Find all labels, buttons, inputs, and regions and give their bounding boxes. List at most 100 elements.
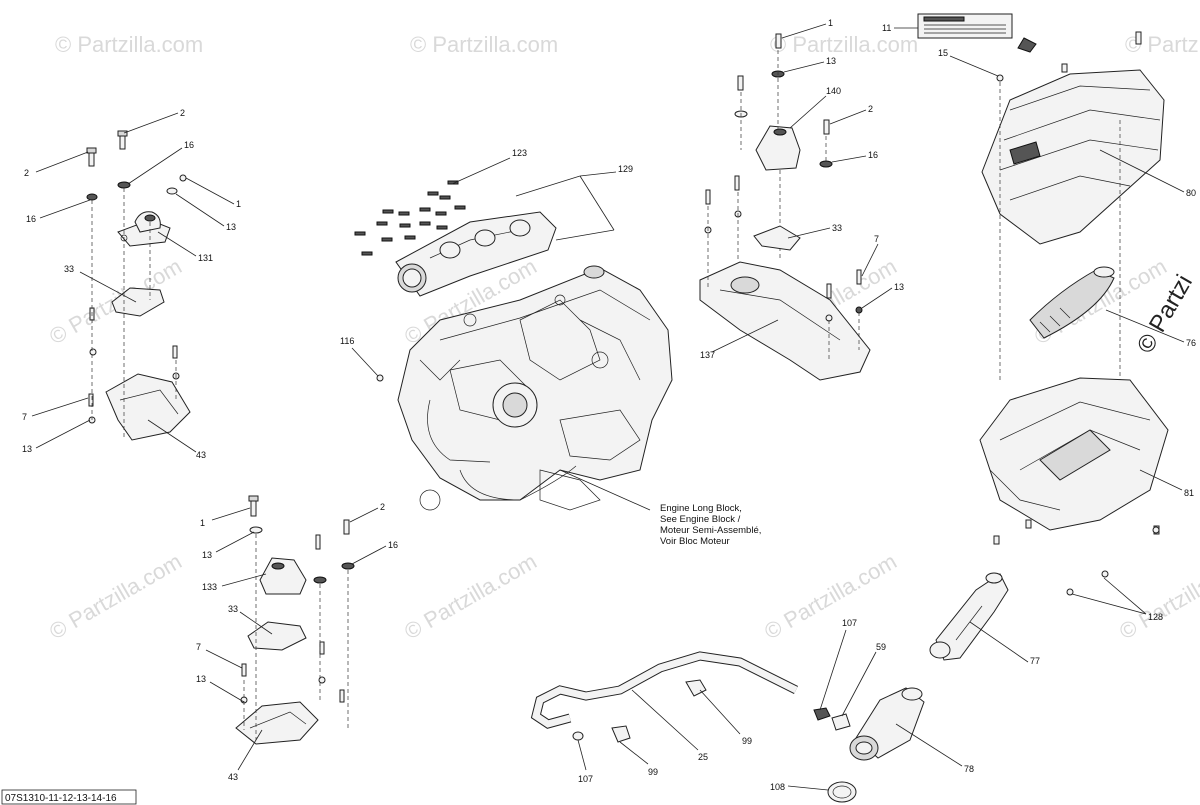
callout-label: 7 bbox=[22, 412, 27, 422]
bolt bbox=[179, 174, 187, 182]
watermark: © Partzilla.com bbox=[45, 549, 186, 645]
callout-label: 16 bbox=[388, 540, 398, 550]
engine-mount-131 bbox=[117, 211, 171, 247]
callout-label: 1 bbox=[236, 199, 241, 209]
callout-label: 13 bbox=[22, 444, 32, 454]
washer bbox=[318, 676, 326, 684]
bolt bbox=[319, 641, 325, 655]
callout-label: 33 bbox=[832, 223, 842, 233]
washer bbox=[341, 562, 355, 570]
bolt bbox=[250, 499, 257, 517]
callout-label: 59 bbox=[876, 642, 886, 652]
valve-59 bbox=[831, 713, 851, 731]
engine-mount-front-left bbox=[86, 130, 191, 441]
callout-label: 78 bbox=[964, 764, 974, 774]
callout-label: 33 bbox=[64, 264, 74, 274]
callout-label: 7 bbox=[196, 642, 201, 652]
callout-label: 99 bbox=[648, 767, 658, 777]
callout-label: 13 bbox=[894, 282, 904, 292]
bracket-33 bbox=[247, 621, 307, 651]
callout-label: 1 bbox=[200, 518, 205, 528]
heat-shield-43 bbox=[235, 701, 319, 745]
throttle-boot-78 bbox=[849, 687, 925, 761]
callout-label: 129 bbox=[618, 164, 633, 174]
callout-label: 81 bbox=[1184, 488, 1194, 498]
callout-label: 16 bbox=[26, 214, 36, 224]
callout-label: 131 bbox=[198, 253, 213, 263]
callout-label: 13 bbox=[826, 56, 836, 66]
vent-hose-25 bbox=[530, 651, 799, 741]
bolt bbox=[339, 689, 345, 703]
engine-block-note: Engine Long Block, See Engine Block / Mo… bbox=[660, 503, 761, 547]
fitting-107 bbox=[813, 707, 831, 721]
note-line: Moteur Semi-Assemblé, bbox=[660, 525, 761, 536]
callout-label: 140 bbox=[826, 86, 841, 96]
intake-hose-77 bbox=[929, 572, 1009, 661]
drawing-code: 07S1310-11-12-13-14-16 bbox=[1, 789, 137, 805]
callout-label: 13 bbox=[202, 550, 212, 560]
bracket-33 bbox=[111, 287, 165, 317]
watermark: © Partzilla.com bbox=[400, 549, 541, 645]
note-line: Engine Long Block, bbox=[660, 503, 742, 514]
callout-label: 43 bbox=[196, 450, 206, 460]
callout-label: 99 bbox=[742, 736, 752, 746]
callout-label: 1 bbox=[828, 18, 833, 28]
engine-support-137 bbox=[699, 175, 871, 381]
clamp-108 bbox=[827, 781, 857, 803]
engine-mount-133 bbox=[259, 557, 307, 595]
bolt bbox=[172, 345, 178, 359]
callout-label: 116 bbox=[340, 336, 354, 346]
callouts: 1 13 140 2 16 11 15 2 16 2 1 16 13 131 1… bbox=[22, 18, 1196, 792]
callout-label: 108 bbox=[770, 782, 785, 792]
watermark: © Partzilla.com bbox=[410, 32, 558, 57]
washer bbox=[117, 181, 131, 189]
callout-label: 2 bbox=[380, 502, 385, 512]
engine-long-block bbox=[397, 265, 673, 511]
bolt bbox=[241, 663, 247, 677]
nut bbox=[166, 187, 178, 195]
callout-label: 133 bbox=[202, 582, 217, 592]
watermark: © Partzilla.com bbox=[770, 32, 918, 57]
nut-128 bbox=[1152, 526, 1160, 534]
callout-label: 2 bbox=[180, 108, 185, 118]
bolt bbox=[117, 130, 128, 150]
watermark: © Partzilla.com bbox=[1115, 549, 1200, 645]
callout-label: 33 bbox=[228, 604, 238, 614]
callout-label: 2 bbox=[868, 104, 873, 114]
washer bbox=[86, 193, 98, 201]
bolt bbox=[315, 534, 321, 550]
clip-99 bbox=[611, 725, 631, 743]
intake-manifold-129 bbox=[395, 211, 557, 297]
washer bbox=[89, 348, 97, 356]
manifold-bolts-123 bbox=[354, 180, 466, 256]
callout-label: 128 bbox=[1148, 612, 1163, 622]
watermark: © Partzilla.com bbox=[760, 549, 901, 645]
drawing-code-text: 07S1310-11-12-13-14-16 bbox=[5, 793, 117, 804]
bolt bbox=[88, 393, 94, 407]
callout-label: 7 bbox=[874, 234, 879, 244]
heat-shield-43 bbox=[105, 373, 191, 441]
airbox-base-81 bbox=[979, 377, 1169, 545]
warning-label-11 bbox=[917, 13, 1037, 53]
callout-label: 16 bbox=[184, 140, 194, 150]
watermark: © Partzilla.com bbox=[55, 32, 203, 57]
nut-128 bbox=[1066, 588, 1074, 596]
note-line: Voir Bloc Moteur bbox=[660, 536, 730, 547]
note-line: See Engine Block / bbox=[660, 514, 741, 525]
callout-label: 11 bbox=[882, 23, 891, 33]
callout-label: 16 bbox=[868, 150, 878, 160]
callout-label: 107 bbox=[578, 774, 593, 784]
engine-mount-140 bbox=[734, 33, 833, 260]
callout-label: 107 bbox=[842, 618, 857, 628]
callout-label: 77 bbox=[1030, 656, 1040, 666]
callout-label: 2 bbox=[24, 168, 29, 178]
engine-mount-rear-left bbox=[235, 495, 355, 745]
bolt bbox=[343, 519, 350, 535]
airbox-cover-80 bbox=[981, 31, 1165, 380]
callout-label: 13 bbox=[226, 222, 236, 232]
callout-label: 43 bbox=[228, 772, 238, 782]
callout-label: 80 bbox=[1186, 188, 1196, 198]
callout-label: 15 bbox=[938, 48, 948, 58]
callout-label: 123 bbox=[512, 148, 527, 158]
